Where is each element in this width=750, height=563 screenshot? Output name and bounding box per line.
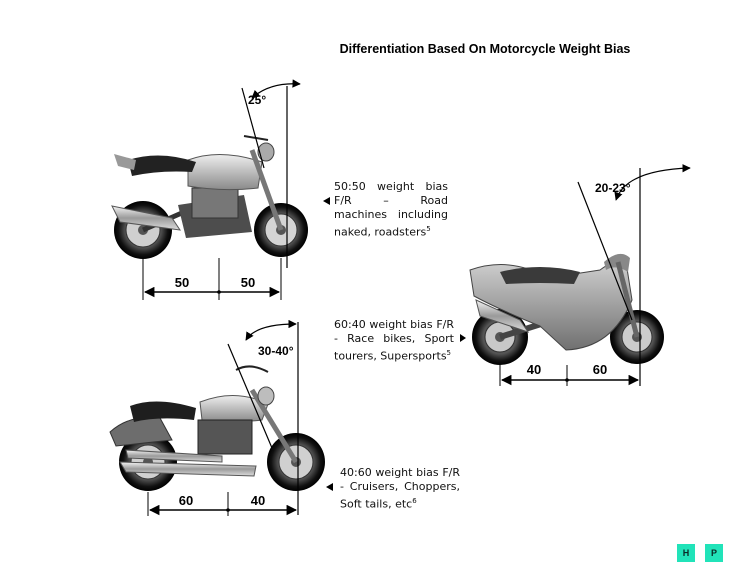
- description-text: 50:50 weight bias F/R – Road machines in…: [334, 180, 448, 239]
- cruiser-illustration: [109, 365, 325, 491]
- description-text: 40:60 weight bias F/R - Cruisers, Choppe…: [340, 466, 460, 511]
- weight-bias-description-naked: 50:50 weight bias F/R – Road machines in…: [334, 180, 448, 240]
- home-button[interactable]: H: [677, 544, 695, 562]
- front-weight-label: 40: [251, 493, 265, 508]
- rear-weight-label: 50: [175, 275, 189, 290]
- sport-bike-measurements: [460, 164, 691, 386]
- naked-roadster-measurements: [142, 79, 330, 300]
- diagram-title: Differentiation Based On Motorcycle Weig…: [339, 42, 631, 56]
- footnote-ref: 5: [446, 349, 452, 357]
- steering-angle-label: 20-23°: [595, 181, 631, 195]
- steering-angle-label: 25°: [248, 93, 266, 107]
- weight-bias-description-sport: 60:40 weight bias F/R - Race bikes, Spor…: [334, 318, 454, 364]
- cruiser-measurements: [147, 319, 333, 516]
- front-weight-label: 60: [593, 362, 607, 377]
- front-weight-label: 50: [241, 275, 255, 290]
- footnote-ref: 6: [412, 497, 417, 505]
- footnote-ref: 5: [426, 225, 431, 233]
- rear-weight-label: 40: [527, 362, 541, 377]
- description-text: 60:40 weight bias F/R - Race bikes, Spor…: [334, 318, 454, 363]
- previous-button[interactable]: P: [705, 544, 723, 562]
- steering-angle-label: 30-40°: [258, 344, 294, 358]
- rear-weight-label: 60: [179, 493, 193, 508]
- weight-bias-description-cruiser: 40:60 weight bias F/R - Cruisers, Choppe…: [340, 466, 460, 512]
- sport-bike-illustration: [469, 253, 664, 365]
- naked-roadster-illustration: [111, 135, 308, 259]
